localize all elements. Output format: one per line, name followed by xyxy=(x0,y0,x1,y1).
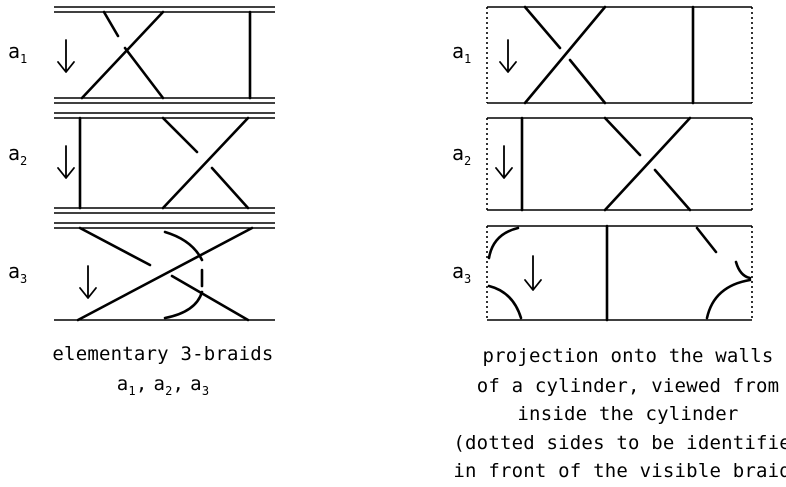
right-caption-line4: (dotted sides to be identified xyxy=(453,432,786,454)
over-strand xyxy=(80,10,165,100)
over-strand xyxy=(76,226,254,322)
right-caption-line1: projection onto the walls xyxy=(483,345,774,367)
left-braid-a3: a3 xyxy=(8,222,275,322)
under-strand-top xyxy=(161,116,199,154)
under-strand-top xyxy=(102,10,120,38)
right-arc-bottom xyxy=(705,278,752,320)
right-braid-a3: a3 xyxy=(452,224,753,322)
under-strand-top xyxy=(523,5,562,50)
left-caption-line2: a1,a2,a3 xyxy=(117,373,210,398)
left-braid-a2: a2 xyxy=(8,112,275,214)
under-strand-bottom xyxy=(653,168,692,212)
right-panel: a1 a2 xyxy=(452,5,786,482)
left-braid-a1: a1 xyxy=(8,6,275,104)
over-strand xyxy=(523,5,607,105)
down-arrow-icon xyxy=(499,39,517,73)
down-arrow-icon xyxy=(524,255,542,291)
under-strand-bottom xyxy=(123,46,165,100)
right-caption-line2: of a cylinder, viewed from xyxy=(477,375,780,397)
left-label-a1: a1 xyxy=(8,39,27,66)
left-panel: a1 a2 xyxy=(8,6,275,398)
under-strand-left xyxy=(78,226,152,267)
under-strand-top xyxy=(603,116,642,157)
right-caption-line5: in front of the visible braid) xyxy=(453,460,786,482)
under-strand-right xyxy=(170,274,250,322)
left-caption-line1: elementary 3-braids xyxy=(52,343,273,365)
right-small-arc xyxy=(734,260,752,280)
right-label-a1: a1 xyxy=(452,39,471,66)
right-label-a3: a3 xyxy=(452,259,471,286)
down-arrow-icon xyxy=(57,39,75,73)
down-arrow-icon xyxy=(57,145,75,179)
right-short-strand xyxy=(695,226,718,254)
middle-arc-bottom xyxy=(163,290,204,320)
left-arc-bottom xyxy=(487,284,523,320)
left-label-a3: a3 xyxy=(8,259,27,286)
down-arrow-icon xyxy=(495,145,513,179)
under-strand-bottom xyxy=(210,166,250,210)
left-arc-top xyxy=(487,226,520,260)
over-strand xyxy=(161,116,250,210)
down-arrow-icon xyxy=(79,265,97,299)
middle-arc-top xyxy=(163,230,204,262)
right-braid-a1: a1 xyxy=(452,5,753,105)
left-label-a2: a2 xyxy=(8,141,27,168)
right-braid-a2: a2 xyxy=(452,116,753,212)
right-label-a2: a2 xyxy=(452,141,471,168)
right-caption-line3: inside the cylinder xyxy=(517,403,738,425)
under-strand-bottom xyxy=(568,58,607,105)
over-strand xyxy=(603,116,692,212)
